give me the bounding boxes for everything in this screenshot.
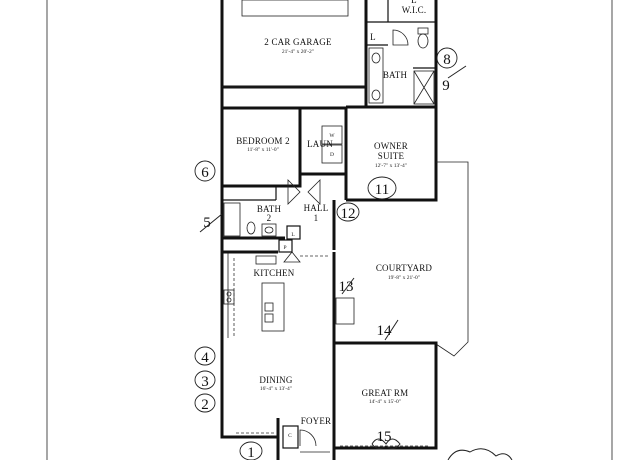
annotation-14: 14 [377, 319, 399, 341]
courtyard-label: COURTYARD [376, 263, 433, 273]
hall: HALL 1 L P [278, 179, 336, 263]
owner-bath-wing: W.I.C. L L BATH [364, 0, 438, 109]
svg-text:6: 6 [201, 165, 209, 181]
dining-dims: 16'-4" x 13'-4" [260, 386, 292, 392]
annotation-2: 2 [194, 393, 216, 413]
great-room-label: GREAT RM [362, 388, 409, 398]
pantry-label: P [283, 245, 286, 251]
svg-text:5: 5 [203, 215, 211, 231]
svg-text:2: 2 [201, 397, 209, 413]
foyer-label: FOYER [301, 416, 332, 426]
dining-label: DINING [259, 375, 292, 385]
wic-label: W.I.C. [402, 5, 427, 15]
washer-label: W [329, 133, 335, 139]
coat-label: C [288, 433, 292, 439]
annotation-3: 3 [194, 370, 216, 390]
owner-bath-label: BATH [383, 70, 408, 80]
hall-line1: HALL [304, 203, 329, 213]
annotations: 1 2 3 4 5 6 8 9 [194, 47, 513, 460]
bedroom2-dims: 11'-8" x 11'-0" [247, 147, 279, 153]
courtyard: COURTYARD 19'-8" x 21'-0" [334, 161, 469, 357]
annotation-8: 8 [436, 47, 458, 69]
svg-text:3: 3 [201, 374, 209, 390]
garage: 2 CAR GARAGE 21'-4" x 20'-2" [220, 0, 368, 89]
laundry-label: LAUN [307, 139, 333, 149]
annotation-15: 15 [371, 429, 401, 450]
shrub-outline [447, 448, 513, 460]
svg-text:15: 15 [377, 429, 392, 445]
annotation-5: 5 [199, 213, 223, 233]
annotation-1: 1 [239, 441, 263, 460]
owner-suite: OWNER SUITE 12'-7" x 13'-4" [344, 105, 438, 202]
bedroom-2: BEDROOM 2 11'-8" x 11'-0" [220, 87, 302, 188]
great-room-dims: 14'-4" x 15'-0" [369, 399, 401, 405]
owner-suite-line2: SUITE [378, 151, 405, 161]
svg-text:4: 4 [201, 350, 209, 366]
linen-label: L [291, 232, 295, 238]
foyer: FOYER C [276, 416, 336, 460]
svg-text:1: 1 [247, 445, 255, 460]
bath2-line2: 2 [267, 213, 272, 223]
annotation-6: 6 [194, 160, 216, 182]
annotation-12: 12 [336, 202, 360, 222]
annotation-11: 11 [367, 176, 397, 200]
dryer-label: D [330, 152, 334, 158]
annotation-4: 4 [194, 346, 216, 366]
svg-text:12: 12 [341, 206, 356, 222]
wic-marker: L [411, 0, 417, 5]
kitchen-label: KITCHEN [254, 268, 295, 278]
svg-text:14: 14 [377, 323, 393, 339]
svg-text:11: 11 [375, 182, 389, 198]
hall-line2: 1 [314, 213, 319, 223]
garage-dims: 21'-4" x 20'-2" [282, 49, 314, 55]
courtyard-dims: 19'-8" x 21'-0" [388, 275, 420, 281]
annotation-13: 13 [339, 277, 355, 295]
wic-linen-label: L [370, 32, 376, 42]
owner-suite-line1: OWNER [374, 141, 408, 151]
bath2-line1: BATH [257, 204, 282, 214]
bath-2: BATH 2 [220, 186, 285, 240]
owner-suite-dims: 12'-7" x 13'-4" [375, 163, 407, 169]
kitchen: KITCHEN [223, 252, 330, 338]
laundry: W D LAUN [300, 106, 348, 176]
great-room: GREAT RM 14'-4" x 15'-0" [334, 341, 438, 450]
svg-text:9: 9 [442, 78, 450, 94]
bedroom2-label: BEDROOM 2 [236, 136, 290, 146]
annotation-9: 9 [442, 65, 467, 94]
garage-label: 2 CAR GARAGE [264, 37, 332, 47]
svg-text:8: 8 [443, 52, 451, 68]
